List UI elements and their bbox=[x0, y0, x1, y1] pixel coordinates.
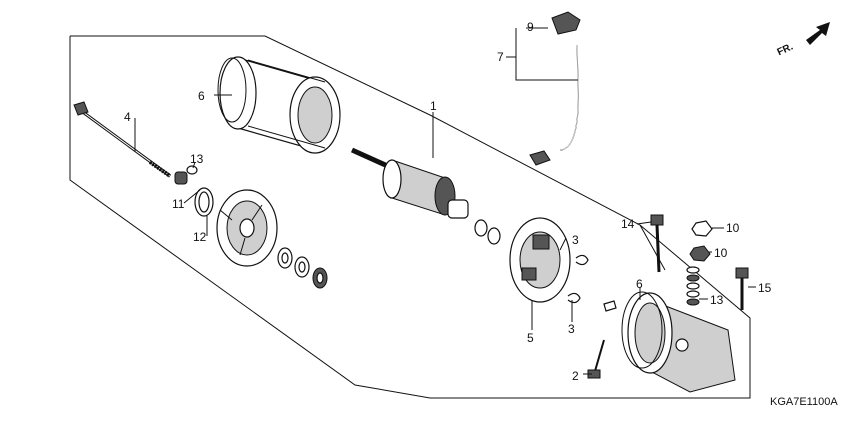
callout-15: 15 bbox=[758, 281, 772, 295]
brush-holder bbox=[509, 217, 571, 303]
callout-4: 4 bbox=[124, 110, 131, 124]
washer-mid-a bbox=[474, 219, 488, 237]
terminal-bolt bbox=[587, 339, 605, 379]
washer-mid-b bbox=[487, 227, 501, 245]
terminal-clip bbox=[603, 300, 617, 312]
washer-set-left bbox=[277, 247, 328, 289]
front-label: FR. bbox=[776, 41, 795, 58]
callout-10-lower: 10 bbox=[714, 246, 728, 260]
nut-lower bbox=[689, 245, 711, 262]
brush-spring-upper bbox=[575, 254, 589, 266]
callout-14: 14 bbox=[621, 217, 635, 231]
nut-upper bbox=[691, 220, 713, 237]
callout-13-right: 13 bbox=[710, 293, 724, 307]
starter-cable bbox=[529, 11, 581, 166]
diagram-code: KGA7E1100A bbox=[770, 396, 838, 408]
brush-spring-lower bbox=[567, 292, 581, 304]
callout-3-upper: 3 bbox=[572, 233, 579, 247]
callout-11: 11 bbox=[172, 197, 185, 211]
callout-6-right: 6 bbox=[636, 277, 643, 291]
long-bolt bbox=[73, 101, 172, 178]
washer-stack-right bbox=[686, 266, 700, 306]
callout-9: 9 bbox=[527, 20, 534, 34]
assembly-frame bbox=[69, 35, 751, 399]
callout-6-left: 6 bbox=[198, 89, 205, 103]
callout-13-left: 13 bbox=[190, 152, 204, 166]
callout-5: 5 bbox=[527, 331, 534, 345]
front-cover bbox=[216, 189, 278, 267]
callout-10-upper: 10 bbox=[726, 221, 740, 235]
callout-3-lower: 3 bbox=[568, 322, 575, 336]
leader-lines bbox=[134, 27, 756, 375]
small-nut bbox=[174, 171, 188, 185]
bolt-15 bbox=[735, 267, 749, 310]
o-ring-case bbox=[217, 57, 247, 123]
motor-case bbox=[219, 56, 341, 154]
front-direction-indicator: FR. bbox=[776, 22, 830, 58]
callout-1: 1 bbox=[430, 99, 437, 113]
bolt-14 bbox=[650, 214, 664, 273]
callout-2: 2 bbox=[572, 369, 579, 383]
callout-7: 7 bbox=[497, 50, 504, 64]
callout-12: 12 bbox=[193, 230, 207, 244]
frame-tick bbox=[639, 224, 666, 271]
o-ring-rear bbox=[621, 291, 663, 369]
rear-cover bbox=[627, 292, 736, 393]
armature bbox=[350, 147, 469, 219]
small-washer bbox=[186, 165, 198, 175]
